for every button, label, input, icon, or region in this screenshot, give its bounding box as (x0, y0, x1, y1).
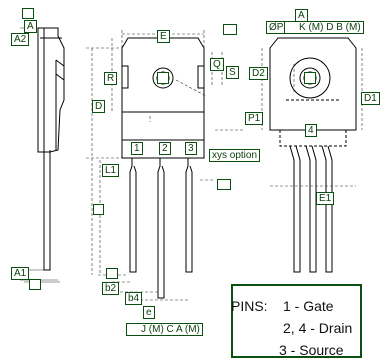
tolerance-frame-top: K (M) D B (M) (284, 21, 364, 34)
pin-label-4: 4 (305, 124, 317, 137)
dim-label-a2: A2 (11, 33, 30, 46)
pin-label-3: 3 (185, 142, 197, 155)
dim-label-r: R (104, 72, 118, 85)
pin-label-1: 1 (131, 142, 143, 155)
pin-legend-line-1: 1 - Gate (283, 298, 334, 314)
tolerance-frame-bottom: J (M) C A (M) (126, 323, 203, 336)
dim-label-b2: b2 (102, 282, 120, 295)
hole-mark (157, 72, 169, 84)
pin-legend-title: PINS: (231, 298, 268, 314)
dim-label-b4: b4 (125, 292, 143, 305)
pin-label-2: 2 (159, 142, 171, 155)
dim-label-l1: L1 (102, 164, 120, 177)
pin-legend-line-2: 2, 4 - Drain (283, 320, 353, 336)
dim-label-c (29, 279, 41, 290)
dim-label-e: E (157, 30, 170, 43)
dim-label-s: S (226, 66, 239, 79)
dim-label-e-pitch: e (143, 306, 155, 319)
hole-mark-back (304, 72, 316, 84)
dim-label-p1: P1 (245, 112, 264, 125)
side-view (20, 20, 65, 283)
dim-label-e1: E1 (316, 192, 335, 205)
back-view (261, 37, 363, 273)
dim-label-l (93, 204, 104, 215)
dim-label-a1: A1 (11, 267, 30, 280)
pin-legend-line-3: 3 - Source (279, 342, 344, 358)
dim-label-q: Q (210, 58, 224, 71)
dim-label-a: A (24, 20, 37, 33)
dim-label-right-top-small (223, 24, 237, 35)
dim-label-d2: D2 (249, 67, 268, 80)
xys-option-label: xys option (209, 149, 261, 162)
dim-label-d1: D1 (361, 92, 380, 105)
dim-label-top-small (22, 8, 34, 19)
pin-legend: PINS: 1 - Gate 2, 4 - Drain 3 - Source (231, 284, 362, 358)
front-view (86, 30, 245, 301)
dim-label-right-c (217, 179, 231, 190)
dim-label-d: D (92, 100, 106, 113)
dim-label-b-small (106, 268, 118, 279)
